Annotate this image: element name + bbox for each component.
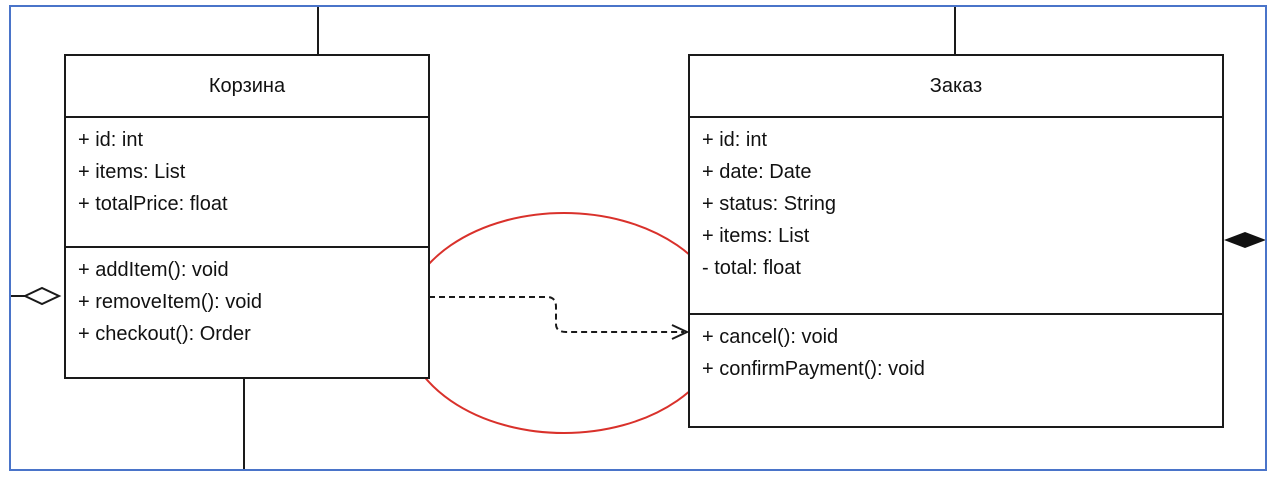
class-cart-attributes: + id: int + items: List + totalPrice: fl…	[66, 118, 428, 248]
attribute-line: + id: int	[702, 129, 768, 151]
attribute-line: + totalPrice: float	[78, 193, 228, 215]
method-line: + cancel(): void	[702, 326, 839, 348]
attribute-line: - total: float	[702, 257, 801, 279]
class-order-methods: + cancel(): void + confirmPayment(): voi…	[690, 315, 1222, 385]
class-cart-methods: + addItem(): void + removeItem(): void +…	[66, 248, 428, 350]
aggregation-diamond-icon	[22, 286, 62, 306]
method-line: + addItem(): void	[78, 259, 229, 281]
method-line: + confirmPayment(): void	[702, 358, 925, 380]
attribute-line: + items: List	[78, 161, 186, 183]
attribute-line: + status: String	[702, 193, 836, 215]
composition-diamond-icon	[1224, 232, 1265, 248]
method-line: + checkout(): Order	[78, 323, 251, 345]
dependency-arrowhead-icon	[671, 324, 690, 340]
attribute-line: + items: List	[702, 225, 810, 247]
attribute-line: + date: Date	[702, 161, 812, 183]
highlight-ellipse	[403, 212, 725, 434]
class-cart-name: Корзина	[66, 56, 428, 118]
class-order-attributes: + id: int + date: Date + status: String …	[690, 118, 1222, 315]
class-order[interactable]: Заказ + id: int + date: Date + status: S…	[688, 54, 1224, 428]
attribute-line: + id: int	[78, 129, 144, 151]
diagram-frame: Корзина + id: int + items: List + totalP…	[9, 5, 1267, 471]
class-cart[interactable]: Корзина + id: int + items: List + totalP…	[64, 54, 430, 379]
dependency-dashed-line	[429, 296, 684, 333]
method-line: + removeItem(): void	[78, 291, 262, 313]
class-order-name: Заказ	[690, 56, 1222, 118]
